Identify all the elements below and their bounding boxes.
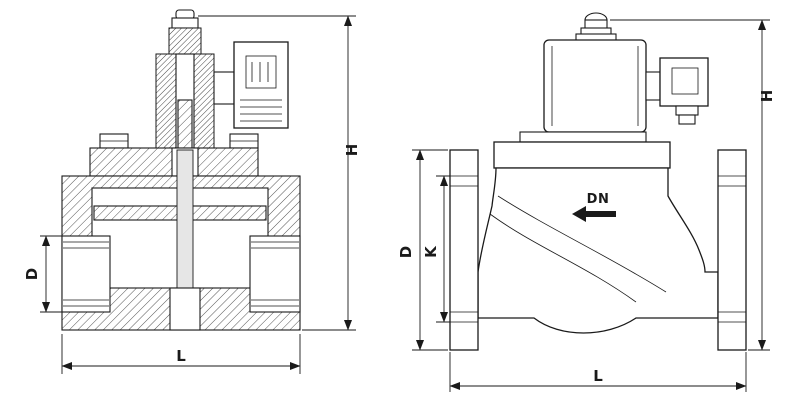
valve-stem xyxy=(176,149,194,299)
coil-shading-lines xyxy=(551,46,639,126)
left-dim-L: L xyxy=(61,334,301,374)
coil-base-plate xyxy=(519,131,647,143)
flow-direction-arrow-icon xyxy=(572,206,616,222)
right-dim-k-label: K xyxy=(422,245,440,258)
left-dim-d-label: D xyxy=(23,268,41,280)
port-thread-lines xyxy=(63,241,299,307)
left-flange xyxy=(449,149,479,351)
coil-housing xyxy=(543,39,647,133)
right-dim-L: L xyxy=(449,352,747,392)
right-dim-l-label: L xyxy=(593,367,603,385)
terminal-window xyxy=(245,55,277,89)
right-flange xyxy=(717,149,747,351)
right-electrical-connector xyxy=(645,57,709,125)
bonnet-plate xyxy=(493,141,671,169)
connector-neck xyxy=(645,71,661,101)
right-dim-h-label: H xyxy=(758,90,776,103)
inlet-port-bore xyxy=(61,235,111,313)
right-top-bolt xyxy=(575,12,617,42)
left-dim-h-label: H xyxy=(343,144,361,157)
connector-ribs xyxy=(240,99,282,122)
connector-box xyxy=(659,57,709,107)
left-flange-bolt-holes xyxy=(450,175,478,323)
right-dim-d-label: D xyxy=(397,246,415,258)
armature-stem xyxy=(168,27,202,56)
left-bonnet xyxy=(89,133,259,177)
body-seam-upper xyxy=(497,195,667,293)
body-seam-lower xyxy=(489,213,637,303)
left-dim-H: H xyxy=(198,15,361,331)
left-electrical-connector xyxy=(213,41,289,129)
cable-gland-lower xyxy=(678,114,696,125)
terminal-pins xyxy=(251,62,269,82)
right-dim-H: H xyxy=(610,19,776,351)
flow-label: DN xyxy=(587,192,610,207)
plunger xyxy=(177,99,193,151)
body-outline xyxy=(477,167,719,334)
right-valve-body xyxy=(477,167,719,334)
connector-window xyxy=(671,67,699,95)
flow-direction: DN xyxy=(572,192,616,222)
right-coil xyxy=(543,39,647,133)
top-bolt-nut xyxy=(171,17,199,29)
left-dim-l-label: L xyxy=(176,347,186,365)
right-flange-bolt-holes xyxy=(718,175,746,323)
connector-neck xyxy=(213,71,235,105)
left-valve-body-section xyxy=(61,149,301,331)
right-view-flanged-valve: DN H D K xyxy=(397,12,776,392)
right-dim-D: D xyxy=(397,149,448,351)
cable-gland-upper xyxy=(675,105,699,116)
left-view-sectional-valve: H D L xyxy=(23,9,361,374)
connector-box xyxy=(233,41,289,129)
left-coil-assembly xyxy=(155,9,215,151)
right-dim-K: K xyxy=(422,175,450,323)
left-dim-D: D xyxy=(23,235,62,313)
outlet-port-bore xyxy=(249,235,301,313)
seat-channel xyxy=(169,287,201,331)
dim-d-extension-lines xyxy=(40,235,62,313)
right-end-flanges xyxy=(449,149,747,351)
